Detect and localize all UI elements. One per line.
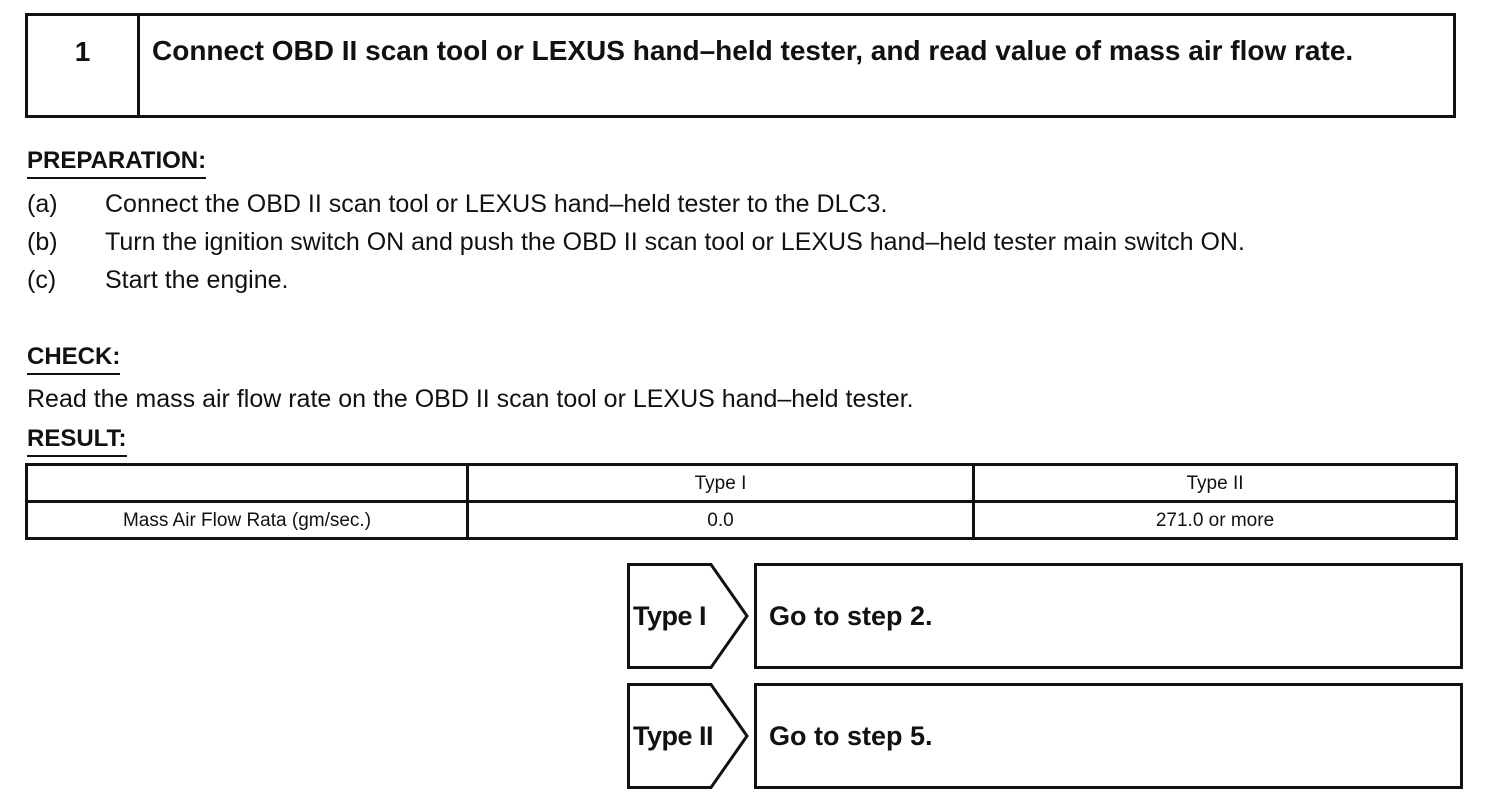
- check-heading: CHECK:: [27, 342, 120, 375]
- result-type-tag: Type I: [627, 563, 749, 669]
- result-action-text: Go to step 2.: [754, 563, 1463, 669]
- arrow-tag-icon: [627, 683, 749, 789]
- preparation-list: (a) Connect the OBD II scan tool or LEXU…: [27, 185, 1467, 299]
- list-marker: (c): [27, 266, 57, 294]
- check-text: Read the mass air flow rate on the OBD I…: [27, 385, 914, 413]
- list-item-text: Turn the ignition switch ON and push the…: [105, 228, 1245, 256]
- table-header-cell: Type II: [972, 463, 1458, 503]
- result-action-type1: Type I Go to step 2.: [627, 563, 1463, 669]
- list-item-text: Start the engine.: [105, 266, 289, 294]
- step-title: Connect OBD II scan tool or LEXUS hand–h…: [152, 35, 1354, 66]
- table-header-cell: [25, 463, 469, 503]
- list-item: (b) Turn the ignition switch ON and push…: [27, 223, 1467, 261]
- list-item: (c) Start the engine.: [27, 261, 1467, 299]
- table-cell: 0.0: [466, 500, 975, 540]
- result-type-tag: Type II: [627, 683, 749, 789]
- table-header-cell: Type I: [466, 463, 975, 503]
- result-action-type2: Type II Go to step 5.: [627, 683, 1463, 789]
- step-header: 1 Connect OBD II scan tool or LEXUS hand…: [25, 13, 1456, 118]
- preparation-heading: PREPARATION:: [27, 146, 206, 179]
- table-cell: 271.0 or more: [972, 500, 1458, 540]
- table-row: Mass Air Flow Rata (gm/sec.) 0.0 271.0 o…: [25, 500, 1458, 540]
- result-type-label: Type II: [633, 721, 714, 751]
- list-marker: (a): [27, 190, 58, 218]
- table-header-row: Type I Type II: [25, 463, 1458, 503]
- result-heading: RESULT:: [27, 424, 127, 457]
- result-type-label: Type I: [633, 601, 707, 631]
- result-table: Type I Type II Mass Air Flow Rata (gm/se…: [25, 463, 1458, 540]
- list-item: (a) Connect the OBD II scan tool or LEXU…: [27, 185, 1467, 223]
- table-cell: Mass Air Flow Rata (gm/sec.): [25, 500, 469, 540]
- list-item-text: Connect the OBD II scan tool or LEXUS ha…: [105, 190, 888, 218]
- result-action-text: Go to step 5.: [754, 683, 1463, 789]
- list-marker: (b): [27, 228, 58, 256]
- step-number: 1: [28, 16, 140, 115]
- arrow-tag-icon: [627, 563, 749, 669]
